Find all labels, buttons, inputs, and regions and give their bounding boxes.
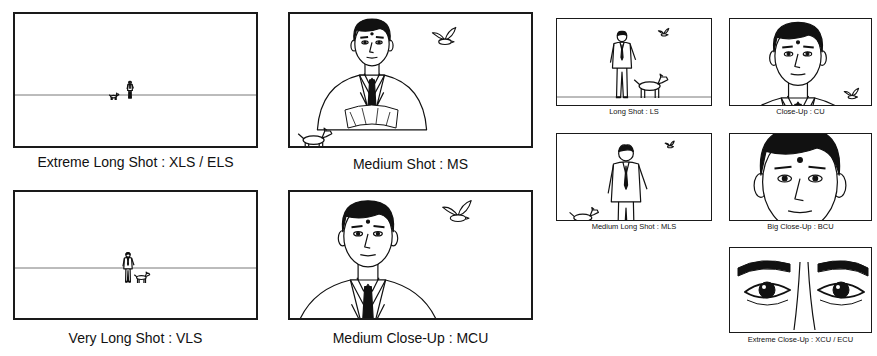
shot-caption: Extreme Long Shot : XLS / ELS (37, 154, 233, 170)
shot-caption: Long Shot : LS (609, 108, 659, 117)
shot-frame: Very Long Shot : VLS (13, 190, 258, 320)
shot-caption: Very Long Shot : VLS (69, 330, 203, 346)
shot-caption: Medium Close-Up : MCU (333, 330, 489, 346)
shot-caption: Medium Long Shot : MLS (592, 223, 677, 232)
shot-frame: Medium Close-Up : MCU (288, 190, 533, 320)
shot-frame: Extreme Long Shot : XLS / ELS (13, 12, 258, 148)
shot-frame: Medium Shot : MS (288, 12, 533, 148)
shot-caption: Big Close-Up : BCU (767, 223, 833, 232)
shot-frame: Close-Up : CU (729, 18, 872, 106)
shot-frame: Medium Long Shot : MLS (556, 133, 712, 221)
shot-frame: Extreme Close-Up : XCU / ECU (729, 247, 872, 333)
shot-caption: Close-Up : CU (776, 108, 824, 117)
shot-frame: Big Close-Up : BCU (729, 133, 872, 221)
shot-caption: Extreme Close-Up : XCU / ECU (748, 336, 853, 345)
shot-frame: Long Shot : LS (556, 18, 712, 106)
shot-caption: Medium Shot : MS (353, 156, 468, 172)
